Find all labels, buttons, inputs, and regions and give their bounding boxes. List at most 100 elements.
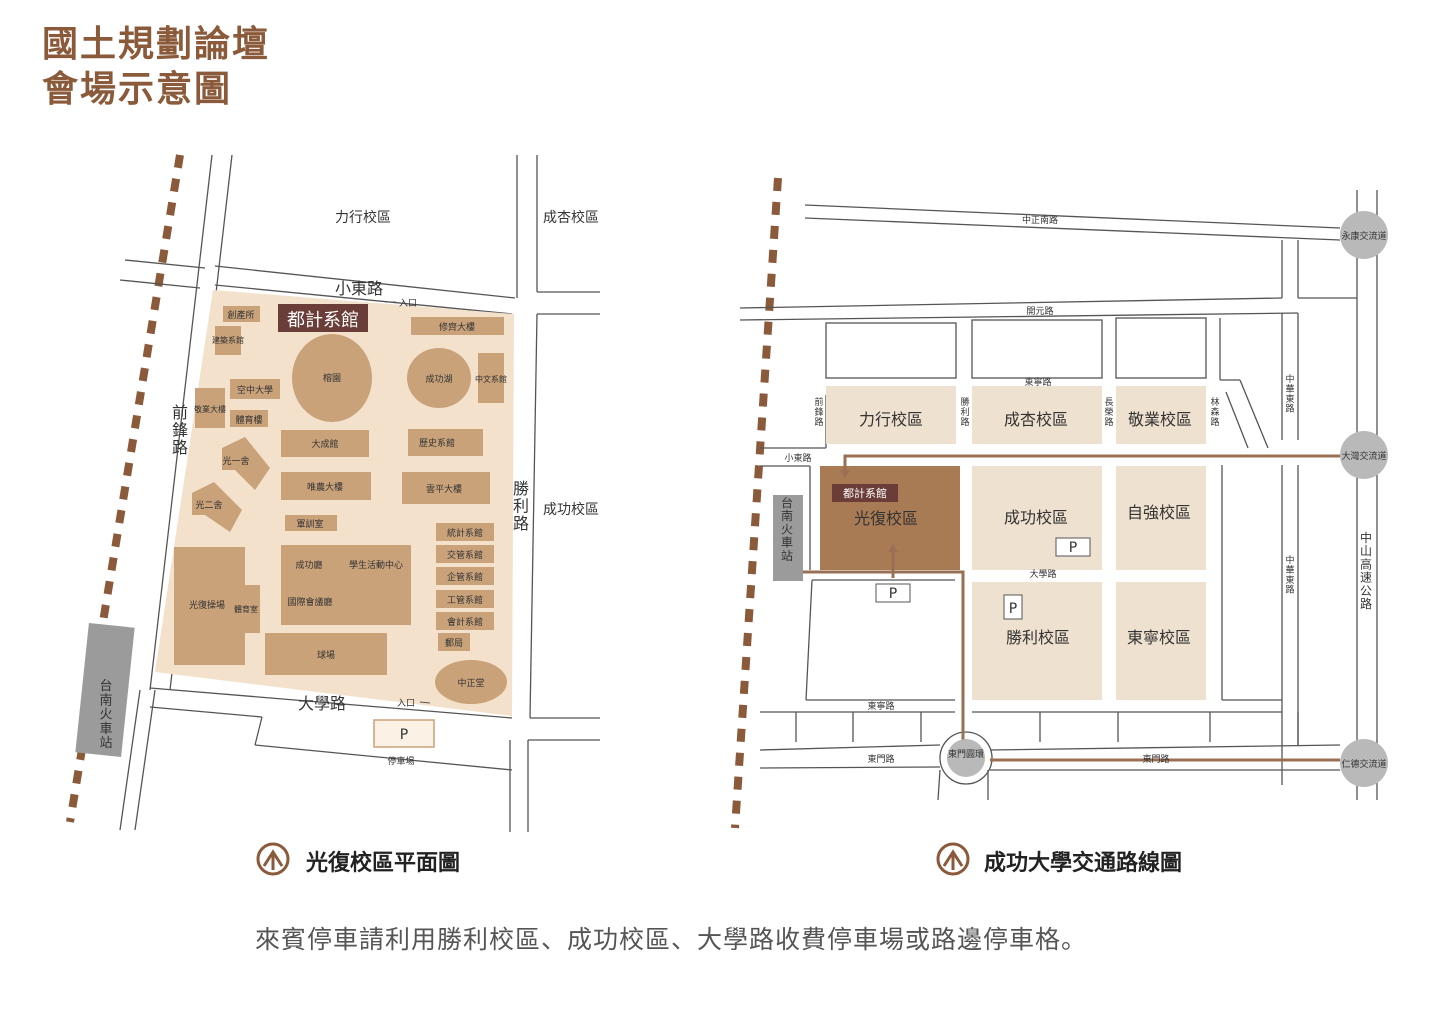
bldg-guangyi: 光一舍 — [222, 455, 249, 467]
road-dongning-bottom: 東寧路 — [867, 700, 894, 712]
bldg-tiyu: 體育樓 — [235, 414, 262, 426]
road-highway-char: 山 — [1360, 544, 1372, 558]
road-highway-char: 公 — [1360, 584, 1372, 598]
area-lixing: 力行校區 — [335, 209, 391, 226]
bldg-guanger: 光二舍 — [195, 499, 222, 511]
parking-note: 來賓停車請利用勝利校區、成功校區、大學路收費停車場或路邊停車格。 — [255, 925, 1088, 954]
bldg-yunping: 雲平大樓 — [426, 483, 462, 495]
road-zhonghua-top-char: 中 — [1285, 373, 1294, 385]
vertical-label-char: 站 — [99, 736, 112, 751]
bldg-gym: 體育室 — [234, 604, 258, 614]
road-shengli-left: 勝利路 — [513, 479, 529, 533]
route-line — [803, 454, 1340, 762]
campus-jingye: 敬業校區 — [1128, 410, 1192, 429]
road-kaiyuan: 開元路 — [1026, 305, 1053, 317]
vertical-label-char: 路 — [513, 514, 529, 533]
road-shengli-right-char: 利 — [960, 406, 969, 418]
highlight-dujixiguan-label: 都計系館 — [287, 310, 359, 331]
bldg-xiuqi: 修齊大樓 — [439, 321, 475, 333]
svg-text:林森路: 林森路 — [1210, 396, 1219, 428]
campus-guangfu-block — [820, 466, 960, 570]
bldg-chenggonghu: 成功湖 — [425, 373, 452, 385]
campus-guangfu: 光復校區 — [854, 509, 918, 528]
bldg-gongguan: 工管系館 — [447, 594, 483, 606]
bldg-qiuchang: 球場 — [317, 649, 335, 661]
road-changrong-char: 榮 — [1104, 406, 1113, 418]
road-shengli-right: 勝利路 — [960, 396, 969, 428]
bldg-weinong: 唯農大樓 — [307, 481, 343, 493]
road-qianfeng-left: 前鋒路 — [172, 403, 188, 457]
highlight-dujixiguan-right: 都計系館 — [843, 486, 887, 500]
right-route-map: 中正南路 開元路 東寧路 小東路 大學路 東寧路 東門路 東門路 東門圓環 永康… — [731, 177, 1388, 829]
highlight-dujixiguan — [278, 304, 368, 332]
parking-p-3: P — [1009, 601, 1017, 617]
road-daxue-right: 大學路 — [1029, 568, 1056, 580]
vertical-label-char: 車 — [99, 722, 112, 737]
bldg-chuangchan: 創產所 — [227, 309, 254, 321]
road-xiaodong-right: 小東路 — [784, 452, 811, 464]
bldg-lishi: 歷史系館 — [419, 437, 455, 449]
station-right-char: 站 — [781, 549, 793, 563]
campus-shengli: 勝利校區 — [1006, 628, 1070, 647]
road-zhonghua-mid-char: 路 — [1285, 584, 1294, 596]
road-zhonghua-mid-char: 華 — [1285, 564, 1294, 576]
interchange-dawan: 大灣交流道 — [1341, 450, 1386, 462]
area-chenggong: 成功校區 — [543, 501, 599, 518]
caption-right: 成功大學交通路線圖 — [984, 851, 1183, 876]
road-highway-char: 高 — [1360, 556, 1372, 571]
roundabout-dongmen: 東門圓環 — [948, 748, 984, 760]
vertical-label-char: 南 — [99, 692, 112, 708]
svg-text:勝利路: 勝利路 — [960, 396, 969, 428]
road-zhonghua-top: 中華東路 — [1285, 373, 1294, 415]
road-linsen-char: 路 — [1210, 416, 1219, 428]
bldg-jiaoguan: 交管系館 — [447, 549, 483, 561]
parking-p-left: P — [400, 727, 408, 743]
road-dongmen-right: 東門路 — [1142, 753, 1169, 765]
campus-ziqiang: 自強校區 — [1127, 503, 1191, 522]
station-right-char: 台 — [781, 495, 793, 510]
bldg-kongzhong: 空中大學 — [237, 384, 273, 396]
station-left: 台南火車站 — [99, 679, 112, 751]
road-highway-char: 路 — [1360, 596, 1372, 611]
svg-text:中山高速公路: 中山高速公路 — [1360, 530, 1372, 611]
entrance-top: 入口 — [399, 298, 417, 309]
road-daxue: 大學路 — [298, 694, 346, 713]
road-highway-char: 中 — [1360, 530, 1372, 545]
bldg-zhongzheng: 中正堂 — [457, 677, 484, 689]
road-zhonghua-top-char: 華 — [1285, 383, 1294, 395]
page-subtitle: 會場示意圖 — [42, 69, 233, 110]
bldg-jianzhu: 建築系館 — [212, 335, 244, 345]
parking-label: 停車場 — [387, 755, 414, 767]
road-zhonghua-mid: 中華東路 — [1285, 554, 1294, 596]
parking-p-1: P — [889, 586, 897, 602]
road-zhongzhengnan: 中正南路 — [1022, 214, 1058, 226]
road-linsen-char: 林 — [1210, 396, 1219, 408]
bldg-dacheng: 大成館 — [311, 438, 338, 450]
road-zhonghua-mid-char: 中 — [1285, 554, 1294, 566]
station-right-char: 南 — [781, 508, 793, 523]
road-dongning-top: 東寧路 — [1024, 376, 1051, 388]
road-qianfeng-right-char: 鋒 — [814, 406, 823, 418]
road-zhonghua-top-char: 東 — [1285, 393, 1294, 405]
bldg-xuesheng: 學生活動中心 — [349, 559, 403, 571]
road-dongmen-left: 東門路 — [867, 753, 894, 765]
bldg-youju: 郵局 — [445, 637, 463, 649]
bldg-kuaiji: 會計系館 — [447, 616, 483, 628]
road-linsen: 林森路 — [1210, 396, 1219, 428]
campus-chengxing: 成杏校區 — [1004, 410, 1068, 429]
svg-text:長榮路: 長榮路 — [1104, 397, 1113, 428]
road-changrong-char: 長 — [1104, 397, 1113, 408]
station-right: 台南火車站 — [781, 495, 793, 563]
campus-lixing: 力行校區 — [859, 410, 923, 429]
bldg-tongji: 統計系館 — [447, 527, 483, 539]
campus-chenggong: 成功校區 — [1004, 508, 1068, 527]
road-highway: 中山高速公路 — [1360, 530, 1372, 611]
road-shengli-right-char: 路 — [960, 416, 969, 428]
station-right-char: 車 — [781, 536, 793, 550]
caption-left: 光復校區平面圖 — [306, 851, 461, 876]
north-arrow-icon — [936, 842, 970, 876]
bldg-zhongwen: 中文系館 — [475, 374, 507, 384]
bldg-guoji: 國際會議廳 — [287, 596, 332, 608]
bldg-dingnong: 敬業大樓 — [194, 404, 226, 414]
vertical-label-char: 台 — [99, 679, 112, 694]
